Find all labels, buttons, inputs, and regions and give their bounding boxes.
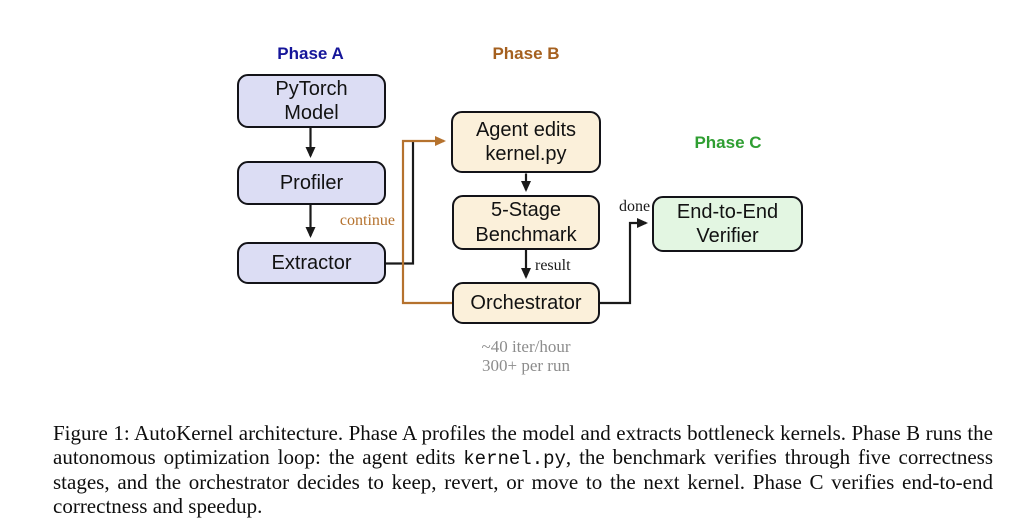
node-pytorch-model: PyTorch Model — [237, 74, 386, 128]
figure-caption: Figure 1: AutoKernel architecture. Phase… — [53, 421, 993, 518]
phase-c-label: Phase C — [694, 133, 762, 152]
stats-iter-per-hour: ~40 iter/hour — [481, 337, 571, 356]
connector-extractor-to-loop — [386, 142, 415, 265]
node-agent-edits-kernel: Agent edits kernel.py — [451, 111, 601, 173]
caption-text-before-code: Figure 1: AutoKernel architecture. Phase… — [53, 421, 993, 469]
throughput-stats: ~40 iter/hour 300+ per run — [440, 337, 612, 375]
node-orchestrator: Orchestrator — [452, 282, 600, 324]
arrow-orchestrator-done-to-verifier — [600, 218, 648, 305]
phase-a-label: Phase A — [277, 44, 344, 63]
arrow-orchestrator-continue-loop-to-agent — [401, 136, 452, 305]
node-end-to-end-verifier: End-to-End Verifier — [652, 196, 803, 252]
stats-per-run: 300+ per run — [482, 356, 570, 375]
node-profiler: Profiler — [237, 161, 386, 205]
node-extractor: Extractor — [237, 242, 386, 284]
caption-code-kernel-py: kernel.py — [463, 447, 566, 470]
caption-text-after-code: , the benchmark verifies through five co… — [53, 444, 993, 518]
phase-b-label: Phase B — [492, 44, 560, 63]
edge-label-continue: continue — [339, 212, 395, 229]
edge-label-done: done — [619, 198, 651, 215]
node-5-stage-benchmark: 5-Stage Benchmark — [452, 195, 600, 250]
edge-label-result: result — [535, 257, 571, 274]
